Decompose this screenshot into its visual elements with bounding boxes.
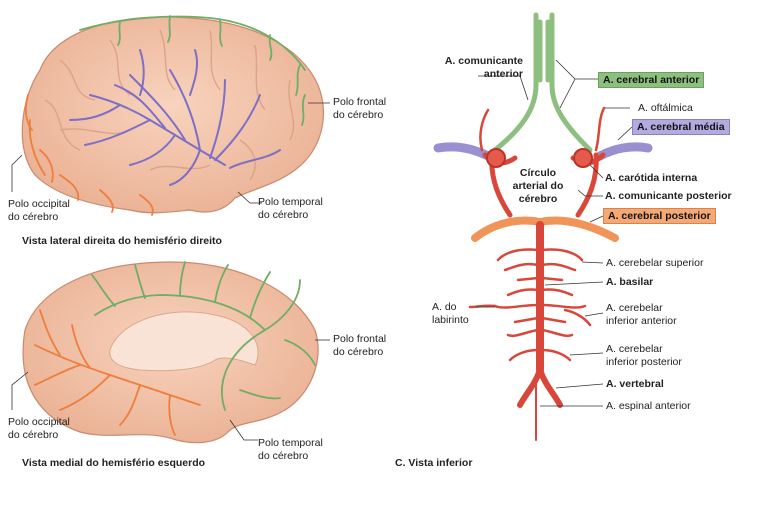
middle-cerebral-label: A. cerebral média bbox=[632, 119, 730, 135]
posterior-cerebral-label: A. cerebral posterior bbox=[603, 208, 716, 224]
anterior-cerebral-branches-medial bbox=[91, 261, 316, 411]
inferior-arterial-diagram bbox=[433, 12, 653, 441]
inferior-caption: C. Vista inferior bbox=[395, 457, 473, 469]
lateral-temporal-pole-label: Polo temporal do cérebro bbox=[258, 196, 323, 221]
basilar-vertebral-system bbox=[517, 221, 563, 441]
lateral-occipital-pole-label: Polo occipital do cérebro bbox=[8, 198, 70, 223]
anterior-inferior-cerebellar-label: A. cerebelar inferior anterior bbox=[606, 302, 677, 327]
middle-cerebral-artery bbox=[433, 142, 653, 161]
lateral-frontal-pole-label: Polo frontal do cérebro bbox=[333, 96, 387, 121]
basilar-label: A. basilar bbox=[606, 276, 654, 288]
medial-occipital-pole-label: Polo occipital do cérebro bbox=[8, 416, 70, 441]
superior-cerebellar-label: A. cerebelar superior bbox=[606, 257, 704, 269]
posterior-cerebral-branches-medial bbox=[34, 309, 201, 436]
medial-caption: Vista medial do hemisfério esquerdo bbox=[22, 457, 206, 469]
middle-cerebral-branches-lateral bbox=[69, 49, 281, 186]
corpus-callosum bbox=[109, 311, 259, 372]
lateral-caption: Vista lateral direita do hemisfério dire… bbox=[22, 235, 222, 247]
circle-of-willis-label: Círculo arterial do cérebro bbox=[512, 167, 564, 205]
cerebellar-branches bbox=[468, 248, 592, 362]
internal-carotid-label: A. carótida interna bbox=[605, 172, 698, 184]
leader-lines bbox=[11, 59, 633, 441]
internal-carotid-right bbox=[573, 148, 593, 168]
posterior-cerebral-artery bbox=[471, 216, 619, 242]
posterior-inferior-cerebellar-label: A. cerebelar inferior posterior bbox=[606, 343, 682, 368]
medial-frontal-pole-label: Polo frontal do cérebro bbox=[333, 333, 387, 358]
ophthalmic-arteries bbox=[479, 106, 606, 152]
anterior-spinal-label: A. espinal anterior bbox=[606, 400, 691, 412]
medial-temporal-pole-label: Polo temporal do cérebro bbox=[258, 437, 323, 462]
anterior-cerebral-label: A. cerebral anterior bbox=[598, 72, 705, 88]
anterior-cerebral-branches-lateral bbox=[79, 15, 306, 126]
labyrinthine-label: A. do labirinto bbox=[432, 301, 469, 326]
posterior-cerebral-branches-lateral bbox=[25, 94, 154, 216]
anterior-cerebral-artery bbox=[492, 12, 593, 153]
posterior-communicating-label: A. comunicante posterior bbox=[605, 190, 732, 202]
internal-carotid-left bbox=[486, 148, 506, 168]
anterior-communicating-label: A. comunicante anterior bbox=[444, 55, 523, 80]
lateral-brain bbox=[21, 15, 324, 216]
medial-brain bbox=[22, 261, 319, 444]
ophthalmic-label: A. oftálmica bbox=[638, 102, 693, 114]
vertebral-label: A. vertebral bbox=[606, 378, 664, 390]
